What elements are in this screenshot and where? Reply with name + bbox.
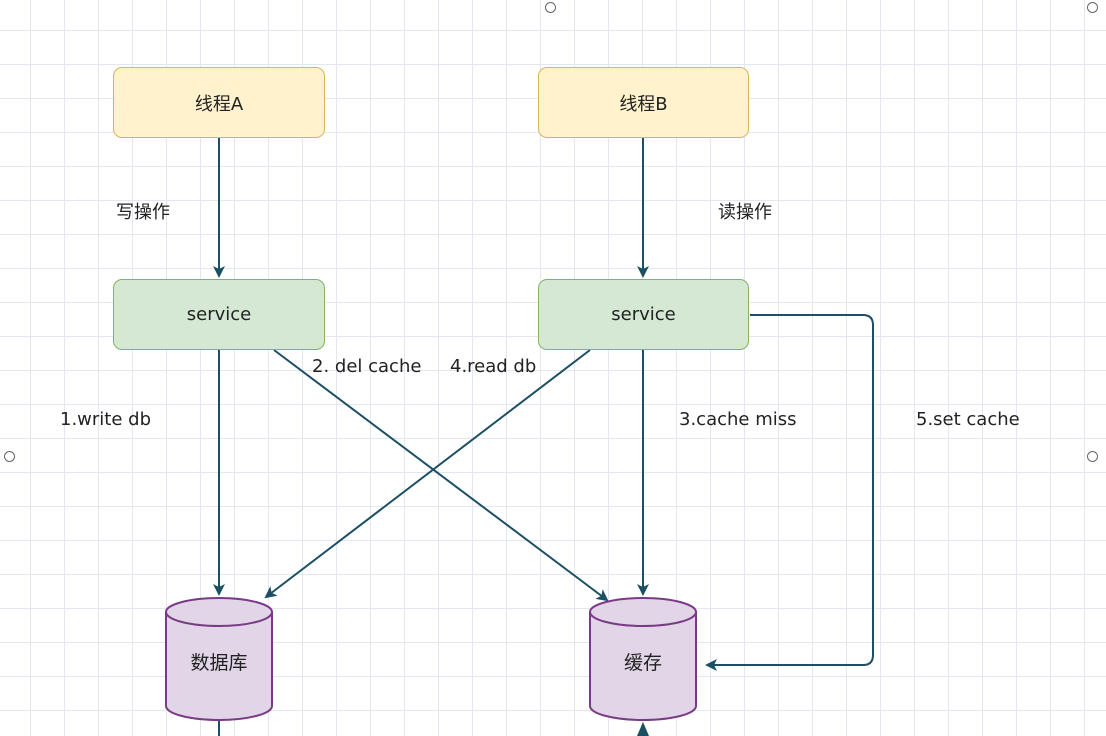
write-db-label: 1.write db xyxy=(60,409,152,430)
selection-handle-top-right[interactable] xyxy=(1087,2,1098,13)
cache-label: 缓存 xyxy=(623,652,662,674)
read-db-label: 4.read db xyxy=(450,356,537,377)
thread-a-node[interactable]: 线程A xyxy=(113,67,325,138)
selection-handle-middle-right[interactable] xyxy=(1087,451,1098,462)
edge-set-cache xyxy=(705,314,874,671)
edge-read-db xyxy=(264,349,591,599)
database-label: 数据库 xyxy=(190,652,248,674)
selection-handle-middle-left[interactable] xyxy=(4,451,15,462)
cache-miss-label: 3.cache miss xyxy=(679,409,797,430)
write-op-label: 写操作 xyxy=(116,202,170,223)
set-cache-label: 5.set cache xyxy=(916,409,1020,430)
selection-handle-top-center[interactable] xyxy=(545,2,556,13)
database-cylinder xyxy=(165,597,273,721)
thread-a-label: 线程A xyxy=(194,93,244,115)
cache-cylinder xyxy=(589,597,697,721)
read-op-label: 读操作 xyxy=(718,202,772,223)
service-b-label: service xyxy=(611,304,676,325)
service-b-node[interactable]: service xyxy=(538,279,749,350)
service-a-node[interactable]: service xyxy=(113,279,325,350)
thread-b-node[interactable]: 线程B xyxy=(538,67,749,138)
del-cache-label: 2. del cache xyxy=(312,356,422,377)
thread-b-label: 线程B xyxy=(619,93,668,115)
service-a-label: service xyxy=(186,304,252,325)
edge-cache-continue-arrowhead xyxy=(637,722,649,736)
edge-del-cache xyxy=(273,349,609,602)
